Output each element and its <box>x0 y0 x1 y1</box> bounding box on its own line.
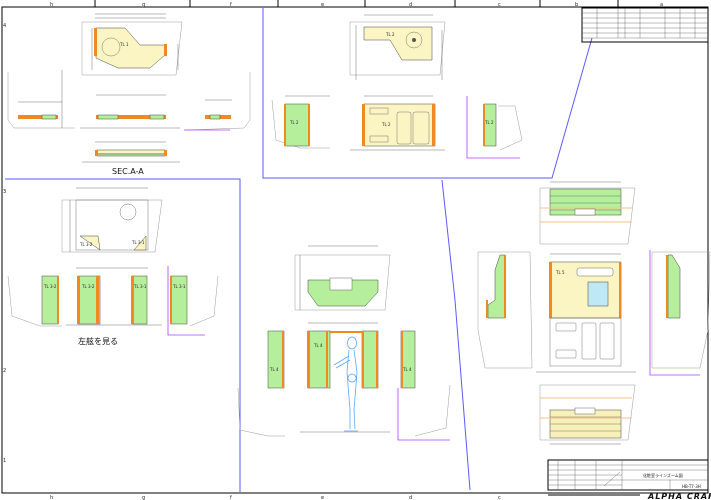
tl4-view: TL 4 TL 4 TL 4 <box>237 245 451 441</box>
view-caption: 左舷を見る <box>78 336 118 346</box>
column-label: f <box>230 2 232 8</box>
column-label: d <box>409 495 412 500</box>
tl5-top-plan <box>539 181 636 245</box>
row-label: 3 <box>3 189 6 195</box>
tl3-plan-view: TL 3-2 TL 3-1 <box>61 187 163 253</box>
panel-label: TL 3-1 <box>133 284 147 289</box>
tl2-view: TL 2 TL 2 TL 2 TL 2 <box>271 14 523 159</box>
mirror-window <box>587 281 609 307</box>
row-label: 4 <box>3 23 6 29</box>
tl3-front-view: TL 3-2 TL 3-1 <box>66 267 162 326</box>
column-label: e <box>321 495 324 500</box>
panel-label: TL 4 <box>402 367 412 372</box>
wash-basin-icon <box>405 31 423 49</box>
column-label: c <box>498 495 501 500</box>
tl1-plan-view: TL 1 <box>81 13 183 76</box>
company-logo: ALPHA CRAFT <box>647 492 711 500</box>
column-label: c <box>498 2 501 8</box>
panel-label: TL 2 <box>385 32 395 37</box>
column-label: g <box>142 495 145 500</box>
tl5-view: TL 5 <box>477 181 711 445</box>
tl2-panel <box>363 26 433 61</box>
tl4-plan-view <box>294 245 391 311</box>
column-label: h <box>50 495 53 500</box>
panel-label: TL 2 <box>381 122 391 127</box>
tl2-plan-view: TL 2 <box>349 14 446 80</box>
panel-label: TL 1 <box>119 42 129 47</box>
panel-label: TL 3-2 <box>81 284 95 289</box>
revision-table <box>581 7 709 43</box>
tl5-front-view: TL 5 <box>536 253 636 373</box>
row-labels: 4 3 2 1 <box>3 23 6 464</box>
tl5-bottom-plan <box>539 384 636 445</box>
tl4-front-view: TL 4 <box>300 322 390 433</box>
tl3-view: TL 3-2 TL 3-1 TL 3-2 TL 3-1 TL 3-2 TL 3-… <box>7 187 219 346</box>
tl4-side-views: TL 4 TL 4 <box>237 330 451 441</box>
view-separators <box>5 8 593 492</box>
panel-label: TL 2 <box>289 120 299 125</box>
panel-label: TL 4 <box>269 367 279 372</box>
tl1-section-a-a: SEC.A-A <box>82 141 180 176</box>
tl1-view: TL 1 <box>7 13 251 176</box>
section-caption: SEC.A-A <box>112 167 144 176</box>
column-label: h <box>50 2 53 8</box>
panel-label: TL 3-2 <box>79 242 93 247</box>
drawing-number: HB-T7-3H <box>682 484 701 489</box>
panel-label: TL 3-2 <box>43 284 57 289</box>
panel-label: TL 3-1 <box>131 240 145 245</box>
title-block: 化粧室ラインズーム図 HB-T7-3H ALPHA CRAFT <box>547 459 711 500</box>
row-label: 2 <box>3 368 6 374</box>
tl1-elevation-views <box>7 70 251 131</box>
panel-label: TL 4 <box>313 343 323 348</box>
column-label: a <box>660 2 663 8</box>
column-label: d <box>409 2 412 8</box>
tl1-panel <box>95 27 166 69</box>
panel-label: TL 2 <box>484 120 494 125</box>
panel-label: TL 3-1 <box>172 284 186 289</box>
tl3-side-views: TL 3-2 TL 3-1 <box>7 266 219 336</box>
tl2-side-views: TL 2 TL 2 <box>271 95 523 159</box>
tl2-front-view: TL 2 <box>350 95 445 151</box>
human-figure-icon <box>333 336 358 432</box>
toilet-bowl-icon <box>101 37 121 57</box>
column-label: f <box>230 495 232 500</box>
column-labels-bottom: h g f e d c <box>50 495 501 500</box>
column-labels-top: h g f e d c b a <box>50 2 663 8</box>
tl5-side-views <box>477 250 711 376</box>
column-label: g <box>142 2 145 8</box>
tl4-panel <box>307 279 379 307</box>
panel-label: TL 5 <box>555 270 565 275</box>
column-label: e <box>321 2 324 8</box>
drawing-title: 化粧室ラインズーム図 <box>643 472 683 478</box>
column-label: b <box>575 2 578 8</box>
row-label: 1 <box>3 458 6 464</box>
